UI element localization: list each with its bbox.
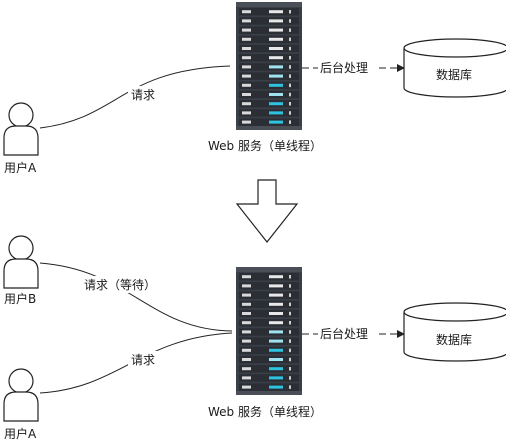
server-rack-icon bbox=[236, 267, 302, 395]
request-connector bbox=[39, 65, 231, 129]
database-label: 数据库 bbox=[436, 67, 472, 82]
server-label: Web 服务（单线程） bbox=[208, 138, 322, 153]
server-label: Web 服务（单线程） bbox=[208, 404, 322, 419]
process-label: 后台处理 bbox=[320, 326, 368, 341]
database-label: 数据库 bbox=[436, 332, 472, 347]
request-label: 请求 bbox=[131, 353, 155, 367]
user-a-label: 用户A bbox=[4, 160, 37, 175]
down-arrow-icon bbox=[235, 179, 299, 243]
process-label: 后台处理 bbox=[320, 60, 368, 75]
user-b-icon bbox=[3, 235, 39, 289]
server-rack-icon bbox=[236, 2, 302, 130]
user-a-label: 用户A bbox=[4, 426, 37, 441]
user-b-label: 用户B bbox=[4, 291, 36, 306]
request-wait-connector bbox=[39, 262, 233, 332]
request-wait-label: 请求（等待） bbox=[84, 278, 156, 292]
request-label: 请求 bbox=[131, 88, 155, 102]
database-icon bbox=[403, 38, 506, 98]
user-a-icon bbox=[3, 368, 39, 422]
user-a-icon bbox=[3, 102, 39, 156]
database-icon bbox=[403, 302, 506, 362]
